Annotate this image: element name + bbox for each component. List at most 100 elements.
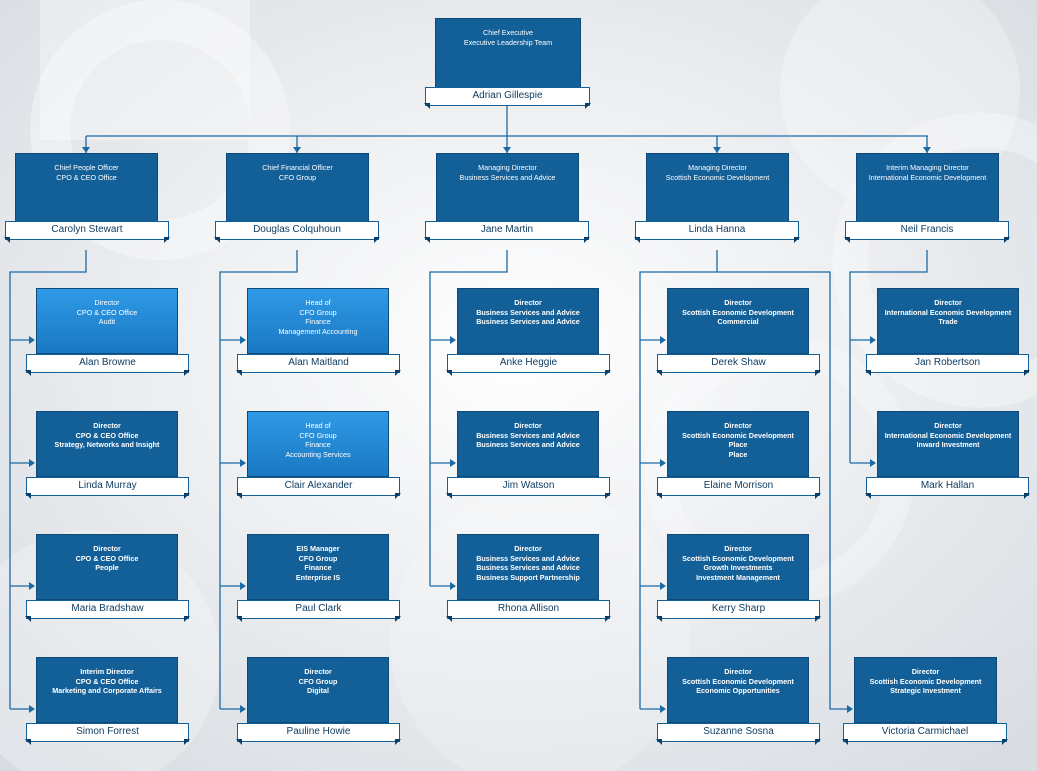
role-line: Business Services and Advice bbox=[476, 430, 580, 440]
name-ribbon: Clair Alexander bbox=[236, 477, 401, 499]
arrow-head bbox=[923, 147, 931, 153]
role-line: Head of bbox=[305, 298, 331, 307]
role-line: Director bbox=[304, 667, 332, 676]
name-ribbon: Simon Forrest bbox=[25, 723, 190, 745]
role-line: Director bbox=[514, 421, 542, 430]
role-line: Growth Investments bbox=[703, 563, 773, 572]
arrow-head bbox=[82, 147, 90, 153]
role-line: Managing Director bbox=[478, 163, 537, 172]
arrow-head bbox=[240, 336, 246, 344]
arrow-head bbox=[240, 582, 246, 590]
name-ribbon: Mark Hallan bbox=[865, 477, 1030, 499]
arrow-head bbox=[240, 705, 246, 713]
name-ribbon: Rhona Allison bbox=[446, 600, 611, 622]
role-line: Director bbox=[934, 298, 962, 307]
role-line: Director bbox=[934, 421, 962, 430]
column-trunk bbox=[219, 250, 298, 709]
name-ribbon: Jim Watson bbox=[446, 477, 611, 499]
role-line: Economic Opportunities bbox=[696, 686, 780, 695]
name-ribbon: Neil Francis bbox=[844, 221, 1010, 243]
arrow-head bbox=[660, 582, 666, 590]
column-trunk bbox=[429, 250, 508, 586]
role-line: Managing Director bbox=[688, 163, 747, 172]
role-line: Director bbox=[724, 421, 752, 430]
role-line: Finance bbox=[304, 563, 332, 572]
arrow-head bbox=[660, 705, 666, 713]
role-line: Director bbox=[724, 544, 752, 553]
arrow-head bbox=[450, 459, 456, 467]
role-line: People bbox=[95, 563, 119, 572]
role-line: Trade bbox=[938, 317, 958, 326]
role-line: CFO Group bbox=[299, 430, 337, 440]
role-line: Audit bbox=[98, 317, 116, 326]
name-ribbon: Paul Clark bbox=[236, 600, 401, 622]
role-line: Director bbox=[514, 544, 542, 553]
role-line: Chief Financial Officer bbox=[262, 163, 333, 172]
role-line: CPO & CEO Office bbox=[76, 307, 138, 317]
name-ribbon: Alan Maitland bbox=[236, 354, 401, 376]
role-line: Business Services and Advice bbox=[476, 307, 580, 317]
arrow-head bbox=[847, 705, 853, 713]
role-line: Interim Director bbox=[80, 667, 134, 676]
name-ribbon: Victoria Carmichael bbox=[842, 723, 1008, 745]
name-ribbon: Derek Shaw bbox=[656, 354, 821, 376]
role-line: EIS Manager bbox=[296, 544, 340, 553]
role-line: Director bbox=[724, 298, 752, 307]
role-line: Director bbox=[93, 421, 121, 430]
role-line: Business Services and Advice bbox=[476, 440, 580, 449]
column-trunk bbox=[9, 250, 87, 709]
role-line: CFO Group bbox=[298, 676, 338, 686]
role-line: Business Support Partnership bbox=[476, 572, 580, 582]
name-ribbon: Linda Murray bbox=[25, 477, 190, 499]
role-line: International Economic Development bbox=[884, 307, 1012, 317]
role-line: CPO & CEO Office bbox=[56, 172, 117, 182]
name-ribbon: Kerry Sharp bbox=[656, 600, 821, 622]
role-line: Director bbox=[93, 544, 121, 553]
arrow-head bbox=[660, 336, 666, 344]
role-line: Director bbox=[94, 298, 120, 307]
role-line: Place bbox=[728, 449, 748, 459]
role-line: Management Accounting bbox=[278, 326, 358, 336]
role-line: Executive Leadership Team bbox=[463, 37, 553, 47]
role-line: Accounting Services bbox=[285, 449, 351, 459]
name-ribbon: Alan Browne bbox=[25, 354, 190, 376]
arrow-head bbox=[29, 336, 35, 344]
extra-branch bbox=[717, 271, 852, 710]
role-line: CPO & CEO Office bbox=[75, 430, 139, 440]
arrow-head bbox=[713, 147, 721, 153]
arrow-head bbox=[293, 147, 301, 153]
role-line: Enterprise IS bbox=[295, 572, 341, 582]
name-ribbon: Maria Bradshaw bbox=[25, 600, 190, 622]
role-line: Interim Managing Director bbox=[886, 163, 969, 172]
role-line: Head of bbox=[305, 421, 331, 430]
role-line: Chief People Officer bbox=[54, 163, 119, 172]
role-line: Scottish Economic Development bbox=[682, 307, 794, 317]
role-line: Scottish Economic Development bbox=[869, 676, 982, 686]
role-line: Director bbox=[724, 667, 752, 676]
role-line: Investment Management bbox=[696, 572, 780, 582]
name-ribbon: Anke Heggie bbox=[446, 354, 611, 376]
role-line: Business Services and Advice bbox=[459, 172, 556, 182]
column-trunk bbox=[639, 250, 718, 709]
role-line: CPO & CEO Office bbox=[75, 676, 139, 686]
name-ribbon: Jan Robertson bbox=[865, 354, 1030, 376]
arrow-head bbox=[29, 705, 35, 713]
